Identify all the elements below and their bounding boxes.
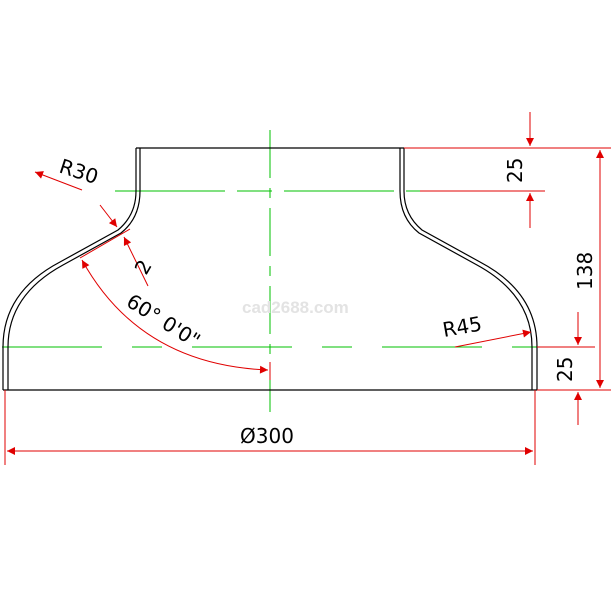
part-outline bbox=[2, 147, 538, 391]
top-height-label: 25 bbox=[503, 158, 527, 183]
right-wall-outer bbox=[403, 148, 538, 390]
left-wall-outer bbox=[2, 148, 137, 390]
diameter-label: Ø300 bbox=[240, 424, 294, 448]
r30-leader bbox=[34, 171, 83, 191]
right-wall-inner bbox=[399, 148, 533, 390]
angle-arc bbox=[81, 259, 269, 374]
thickness-label: 2 bbox=[130, 255, 157, 278]
watermark: cad2688.com bbox=[242, 298, 349, 317]
thickness-arrow-a bbox=[99, 204, 118, 228]
radius-45-label: R45 bbox=[441, 311, 484, 341]
bottom-height-label: 25 bbox=[553, 357, 577, 382]
r45-leader bbox=[454, 329, 532, 348]
total-height-label: 138 bbox=[573, 252, 597, 290]
left-wall-inner bbox=[7, 148, 141, 390]
radius-30-label: R30 bbox=[56, 154, 101, 189]
dimensions bbox=[4, 112, 611, 465]
